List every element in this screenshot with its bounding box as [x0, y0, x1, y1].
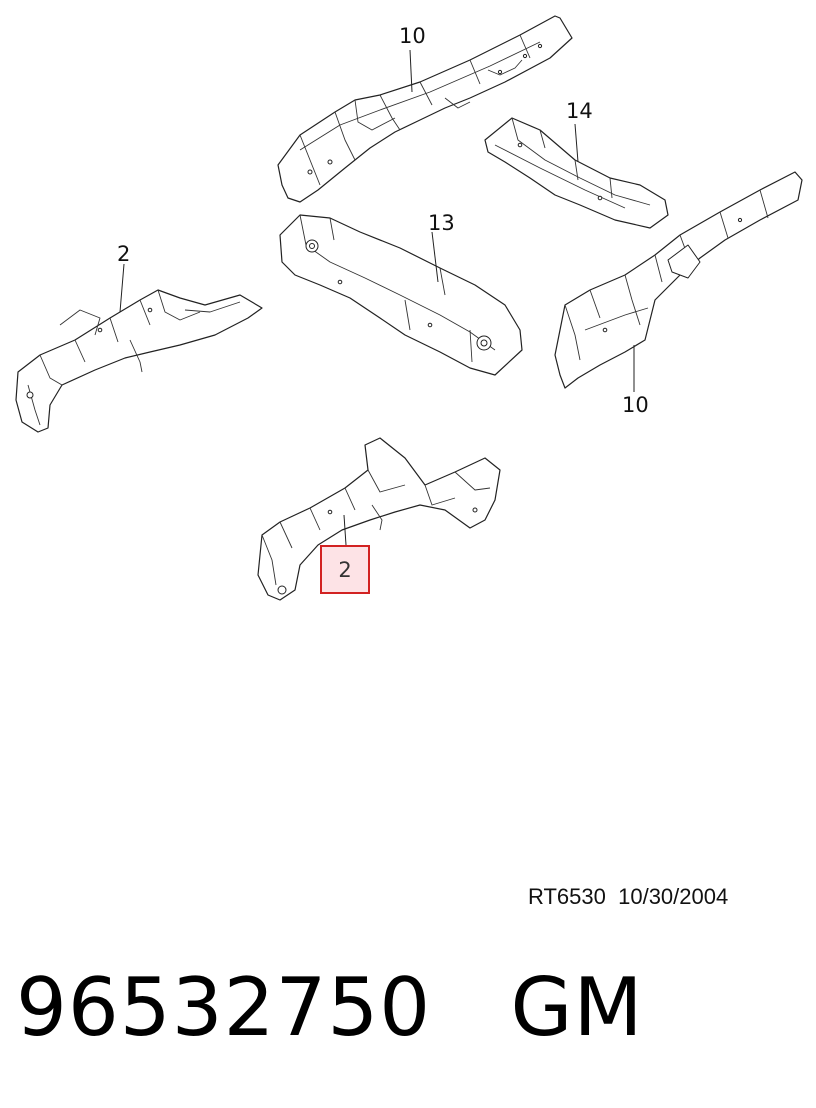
callout-front-rail-left: 2: [117, 242, 131, 266]
reference-code: RT6530: [528, 884, 606, 909]
rear-crossmember: [484, 117, 669, 229]
rear-rail-right: [554, 171, 803, 389]
part-number-line: 96532750 GM: [16, 968, 644, 1048]
callout-highlighted-part[interactable]: 2: [320, 545, 370, 594]
callout-rear-crossmember: 14: [566, 99, 593, 123]
callout-rear-rail-right: 10: [622, 393, 649, 417]
front-rail-highlighted: [257, 437, 501, 601]
callout-rear-rail-top: 10: [399, 24, 426, 48]
reference-date: 10/30/2004: [618, 884, 729, 909]
part-number: 96532750: [16, 961, 432, 1054]
middle-crossmember: [279, 214, 523, 376]
part-brand: GM: [510, 961, 644, 1054]
callout-middle-crossmember: 13: [428, 211, 455, 235]
rear-rail-top: [277, 15, 573, 203]
front-rail-left: [15, 289, 263, 433]
diagram-reference: RT6530 10/30/2004: [528, 884, 728, 910]
